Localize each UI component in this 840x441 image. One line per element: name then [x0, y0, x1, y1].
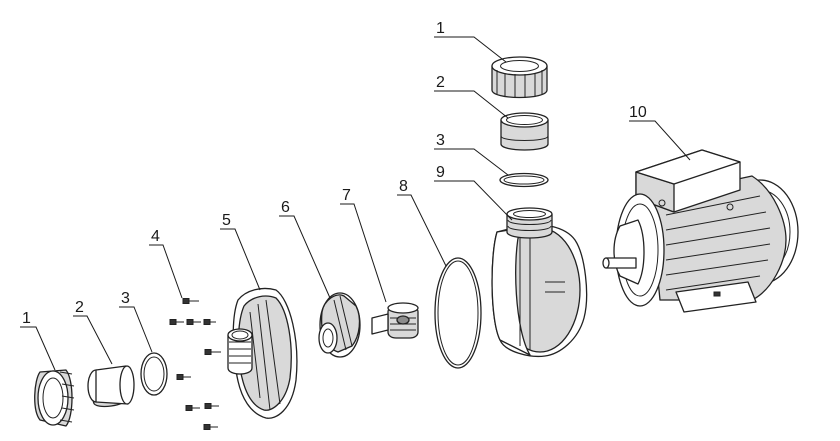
label-10: 10 [629, 104, 647, 121]
label-5: 5 [222, 212, 231, 229]
leader-5 [220, 228, 261, 291]
leader-2-bottom [73, 315, 113, 365]
union-nut-top [491, 56, 548, 99]
label-2-bottom: 2 [75, 299, 84, 316]
o-ring-top [499, 172, 549, 188]
housing-o-ring [434, 257, 482, 369]
label-2-top: 2 [436, 74, 445, 91]
tail-piece-bottom [87, 365, 135, 408]
leader-6 [279, 215, 331, 299]
mechanical-seal [371, 302, 419, 339]
tail-piece-top [500, 112, 549, 151]
label-9: 9 [436, 164, 445, 181]
leader-2-top [434, 90, 509, 119]
leader-lines [20, 36, 691, 371]
label-1-bottom: 1 [22, 310, 31, 327]
leader-3-top [434, 148, 509, 176]
label-7: 7 [342, 187, 351, 204]
leader-7 [340, 203, 387, 303]
leader-9 [434, 180, 513, 221]
leader-10 [629, 120, 691, 161]
leader-1-bottom [20, 326, 56, 371]
leader-8 [397, 194, 447, 267]
part-labels: 1 2 3 9 10 8 7 6 5 4 1 2 3 [22, 20, 647, 327]
electric-motor [602, 149, 799, 313]
label-8: 8 [399, 178, 408, 195]
label-1-top: 1 [436, 20, 445, 37]
union-nut-bottom [34, 369, 75, 427]
label-3-bottom: 3 [121, 290, 130, 307]
label-4: 4 [151, 228, 160, 245]
impeller [318, 292, 361, 358]
screws-set [169, 298, 221, 430]
label-6: 6 [281, 199, 290, 216]
leader-3-bottom [119, 306, 153, 353]
leader-1-top [434, 36, 507, 63]
o-ring-bottom [140, 352, 168, 396]
back-plate [227, 287, 298, 419]
label-3-top: 3 [436, 132, 445, 149]
leader-4 [149, 244, 183, 299]
pump-housing [491, 207, 588, 358]
